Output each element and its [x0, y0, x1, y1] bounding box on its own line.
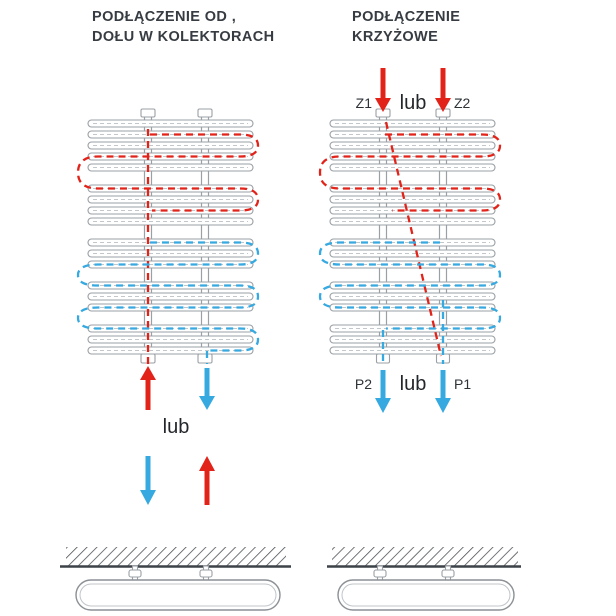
- return-down-arrow-alt: [140, 456, 156, 505]
- mounting-bracket: [441, 565, 455, 583]
- left-bottom-connections: lub: [140, 366, 215, 505]
- left-supply-serpentine-path: [76, 133, 260, 212]
- right-radiator-rungs: [329, 119, 496, 355]
- label-z2: Z2: [454, 95, 471, 111]
- supply-down-arrow-z1: [375, 68, 391, 112]
- radiator-profile-outer: [75, 579, 281, 611]
- right-wall-section: [327, 547, 521, 611]
- label-p2: P2: [355, 376, 372, 392]
- supply-up-arrow: [140, 366, 156, 410]
- left-radiator: [76, 108, 260, 364]
- right-top-connections: Z1 lub Z2: [356, 68, 471, 114]
- left-title-line2: DOŁU W KOLEKTORACH: [92, 29, 275, 45]
- wall-hatch: [66, 547, 286, 566]
- right-title-line1: PODŁĄCZENIE: [352, 9, 461, 25]
- right-bottom-connections: P2 lub P1: [355, 370, 471, 413]
- radiator-profile-inner: [341, 583, 511, 607]
- right-diagram-title: PODŁĄCZENIE KRZYŻOWE: [352, 7, 460, 47]
- left-radiator-rungs: [87, 119, 254, 355]
- return-down-arrow-p2: [375, 370, 391, 413]
- supply-up-arrow-alt: [199, 456, 215, 505]
- label-z1: Z1: [356, 95, 373, 111]
- return-down-arrow-p1: [435, 370, 451, 413]
- left-return-serpentine-path: [76, 241, 260, 352]
- supply-down-arrow-z2: [435, 68, 451, 112]
- left-wall-section: [60, 547, 291, 611]
- collector-cap: [197, 108, 213, 118]
- label-or-left: lub: [163, 416, 190, 438]
- right-cross-diagonal-path: [384, 121, 443, 357]
- left-title-line1: PODŁĄCZENIE OD ,: [92, 9, 237, 25]
- collector-cap: [140, 108, 156, 118]
- right-return-exit-paths: [381, 300, 445, 364]
- radiator-profile-outer: [337, 579, 515, 611]
- return-down-arrow: [199, 368, 215, 410]
- right-radiator: [318, 108, 502, 364]
- label-or-right-bottom: lub: [400, 373, 427, 395]
- wall-hatch: [332, 547, 518, 566]
- right-return-serpentine-path: [318, 241, 502, 330]
- label-p1: P1: [454, 376, 471, 392]
- label-or-right-top: lub: [400, 92, 427, 114]
- left-diagram-title: PODŁĄCZENIE OD , DOŁU W KOLEKTORACH: [92, 7, 275, 47]
- right-title-line2: KRZYŻOWE: [352, 29, 439, 45]
- collector-foot: [197, 353, 213, 364]
- radiator-profile-inner: [79, 583, 277, 607]
- right-supply-serpentine-path: [318, 133, 502, 212]
